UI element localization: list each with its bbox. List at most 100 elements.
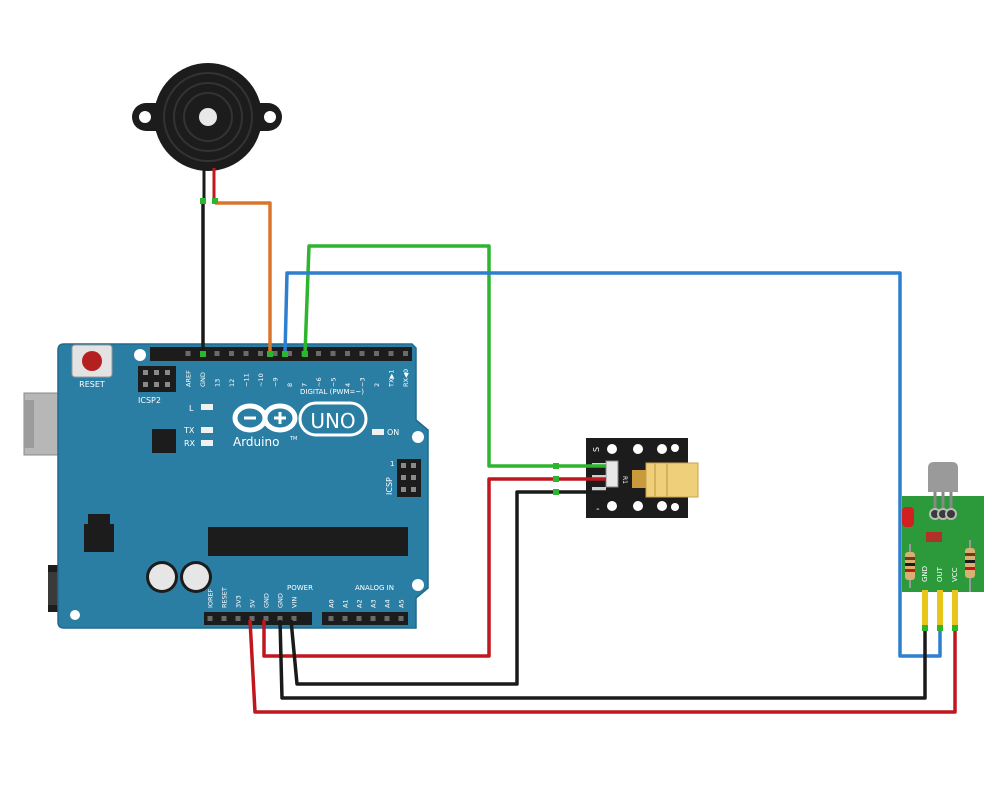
digital-pin-hole — [330, 351, 336, 356]
analog-pin-hole — [384, 616, 390, 621]
analog-pin-label: A4 — [384, 599, 392, 608]
digital-pin-label: 2 — [373, 383, 381, 387]
wire-receiver-vcc — [248, 619, 957, 714]
reset-label: RESET — [79, 380, 105, 389]
digital-pin-hole — [359, 351, 365, 356]
power-pin-label: 3V3 — [235, 595, 243, 608]
digital-pin-label: 8 — [286, 383, 294, 387]
digital-pin-label: 13 — [214, 379, 222, 387]
digital-pin-label: TX▶1 — [388, 369, 396, 388]
laser-resistor-label: R1 — [621, 476, 628, 484]
arduino-logo: Arduino TM UNO — [232, 401, 368, 449]
digital-pin-label: ~9 — [272, 377, 280, 387]
laser-diode — [632, 462, 699, 498]
power-pin-label: 5V — [249, 599, 257, 608]
receiver-resistor-right — [965, 540, 975, 592]
analog-pin-label: A3 — [370, 599, 378, 608]
digital-pin-label: ~6 — [315, 377, 323, 387]
digital-pin-hole — [214, 351, 220, 356]
receiver-pin-vcc: VCC — [951, 567, 959, 582]
digital-pin-label: 4 — [344, 383, 352, 387]
icsp2-header: ICSP2 — [138, 366, 176, 405]
led-on-label: ON — [387, 428, 399, 437]
power-pin-hole — [235, 616, 241, 621]
brand-name: Arduino — [233, 435, 279, 449]
digital-pin-label: 12 — [228, 379, 236, 387]
digital-pin-label: AREF — [185, 370, 193, 387]
led-tx-label: TX — [183, 426, 195, 435]
icsp-label: ICSP — [385, 477, 394, 495]
power-pin-label: GND — [263, 593, 271, 608]
power-pin-label: RESET — [221, 587, 229, 608]
wire-buzzer-pin9 — [215, 201, 272, 354]
digital-pin-hole — [403, 351, 408, 356]
wires — [201, 201, 957, 714]
analog-pin-hole — [370, 616, 376, 621]
capacitors — [146, 561, 212, 593]
icsp-pin-one: 1 — [390, 460, 394, 468]
led-on — [372, 429, 384, 435]
digital-pin-label: RX◀0 — [402, 369, 410, 387]
led-tx — [201, 427, 213, 433]
analog-pin-label: A0 — [328, 599, 336, 608]
analog-pin-label: A5 — [398, 599, 406, 608]
laser-receiver-module: GND OUT VCC — [902, 462, 984, 628]
digital-pin-hole — [243, 351, 249, 356]
board-pcb — [57, 343, 429, 629]
led-l-label: L — [189, 404, 194, 413]
receiver-led — [902, 507, 914, 527]
digital-pin-label: ~11 — [243, 373, 251, 387]
model-badge — [298, 401, 368, 437]
analog-pin-label: A2 — [356, 599, 364, 608]
piezo-buzzer — [132, 63, 282, 202]
led-l — [201, 404, 213, 410]
wire-laser-vcc — [262, 477, 606, 658]
wire-receiver-out — [283, 271, 942, 658]
brand-tm: TM — [289, 436, 297, 442]
analog-pin-hole — [356, 616, 362, 621]
digital-pin-hole — [287, 351, 292, 356]
reset-button-cap[interactable] — [82, 351, 102, 371]
digital-pin-label: GND — [199, 372, 207, 387]
analog-pin-hole — [342, 616, 348, 621]
digital-pin-label: ~5 — [330, 377, 338, 387]
icsp2-label: ICSP2 — [138, 396, 161, 405]
power-pin-label: IOREF — [207, 588, 215, 608]
digital-pin-hole — [185, 351, 191, 356]
power-pin-hole — [221, 616, 227, 621]
power-pin-hole — [291, 616, 297, 621]
laser-pin-minus: - — [596, 504, 600, 515]
power-pin-hole — [277, 616, 283, 621]
analog-pin-hole — [398, 616, 404, 621]
wire-laser-signal — [303, 244, 606, 468]
usb-chip — [152, 429, 176, 453]
wire-endpoints — [200, 198, 958, 631]
led-rx-label: RX — [184, 439, 196, 448]
receiver-pin-gnd: GND — [921, 566, 929, 582]
receiver-pins — [922, 590, 958, 628]
icsp-header: ICSP 1 — [385, 459, 421, 497]
model-name: UNO — [310, 409, 355, 433]
digital-pin-hole — [229, 351, 234, 356]
wire-receiver-gnd — [278, 619, 927, 700]
laser-pin-s: S — [592, 447, 601, 452]
digital-pin-label: ~3 — [359, 377, 367, 387]
power-pin-labels: IOREF RESET 3V3 5V GND GND VIN — [207, 587, 299, 608]
receiver-pin-out: OUT — [936, 566, 944, 582]
power-pin-label: VIN — [291, 597, 299, 608]
digital-pin-hole — [272, 351, 278, 356]
power-pin-hole — [207, 616, 213, 621]
digital-pin-label: 7 — [301, 383, 309, 387]
digital-label: DIGITAL (PWM=~) — [300, 388, 364, 396]
power-pin-hole — [263, 616, 269, 621]
power-pin-label: GND — [277, 593, 285, 608]
digital-pin-hole — [345, 351, 350, 356]
wire-laser-gnd — [289, 490, 606, 686]
led-rx — [201, 440, 213, 446]
